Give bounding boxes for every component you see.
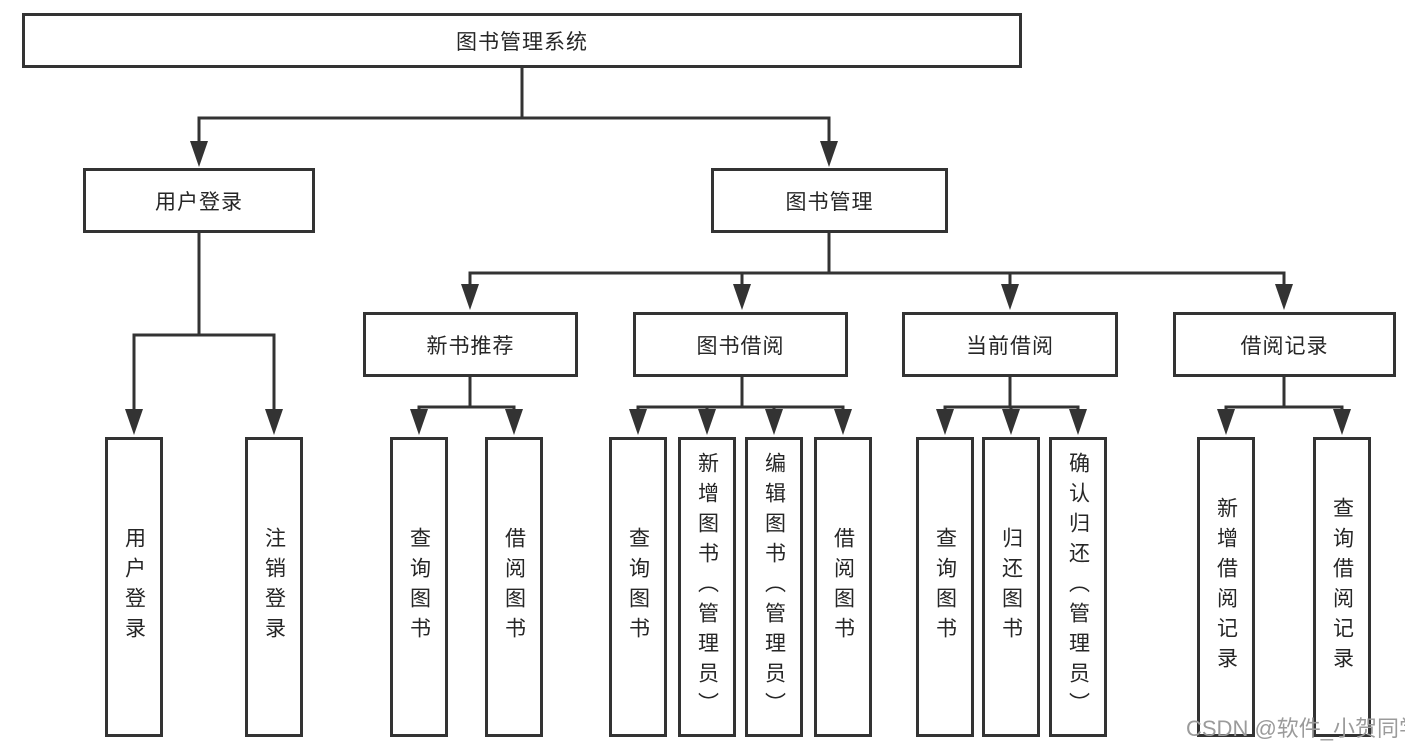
- node-label: 图书管理: [785, 190, 874, 214]
- leaf-label: 新增图书（管理员）: [695, 452, 719, 722]
- node-borrowing-records: 借阅记录: [1173, 312, 1396, 377]
- leaf-user-login: 用户登录: [105, 437, 163, 737]
- node-library-management-system: 图书管理系统: [22, 13, 1022, 68]
- leaf-query-borrow-record: 查询借阅记录: [1313, 437, 1371, 737]
- leaf-label: 查询图书: [626, 527, 650, 647]
- leaf-query-books-borrowing: 查询图书: [609, 437, 667, 737]
- leaf-add-borrow-record: 新增借阅记录: [1197, 437, 1255, 737]
- leaf-confirm-return-admin: 确认归还（管理员）: [1049, 437, 1107, 737]
- node-book-borrowing: 图书借阅: [633, 312, 848, 377]
- leaf-label: 归还图书: [999, 527, 1023, 647]
- leaf-label: 用户登录: [122, 527, 146, 647]
- leaf-query-books-current: 查询图书: [916, 437, 974, 737]
- leaf-edit-book-admin: 编辑图书（管理员）: [745, 437, 803, 737]
- node-label: 图书管理系统: [456, 30, 588, 54]
- node-label: 图书借阅: [696, 334, 785, 358]
- leaf-label: 新增借阅记录: [1214, 497, 1238, 677]
- leaf-label: 查询图书: [933, 527, 957, 647]
- node-new-book-recommendation: 新书推荐: [363, 312, 578, 377]
- leaf-return-books: 归还图书: [982, 437, 1040, 737]
- leaf-label: 查询图书: [407, 527, 431, 647]
- leaf-label: 注销登录: [262, 527, 286, 647]
- csdn-watermark: CSDN @软件_小贺同学: [1186, 716, 1405, 741]
- node-label: 借阅记录: [1240, 334, 1329, 358]
- leaf-label: 查询借阅记录: [1330, 497, 1354, 677]
- node-label: 当前借阅: [966, 334, 1054, 358]
- node-current-borrowing: 当前借阅: [902, 312, 1118, 377]
- leaf-add-book-admin: 新增图书（管理员）: [678, 437, 736, 737]
- leaf-borrow-books-recommend: 借阅图书: [485, 437, 543, 737]
- node-user-login: 用户登录: [83, 168, 315, 233]
- leaf-label: 确认归还（管理员）: [1066, 452, 1090, 722]
- node-book-management: 图书管理: [711, 168, 948, 233]
- leaf-logout: 注销登录: [245, 437, 303, 737]
- arrowhead-icons: [125, 141, 1351, 435]
- node-label: 新书推荐: [426, 334, 515, 358]
- leaf-borrow-books: 借阅图书: [814, 437, 872, 737]
- leaf-label: 借阅图书: [831, 527, 855, 647]
- leaf-label: 借阅图书: [502, 527, 526, 647]
- leaf-query-books-recommend: 查询图书: [390, 437, 448, 737]
- node-label: 用户登录: [155, 190, 243, 214]
- leaf-label: 编辑图书（管理员）: [762, 452, 786, 722]
